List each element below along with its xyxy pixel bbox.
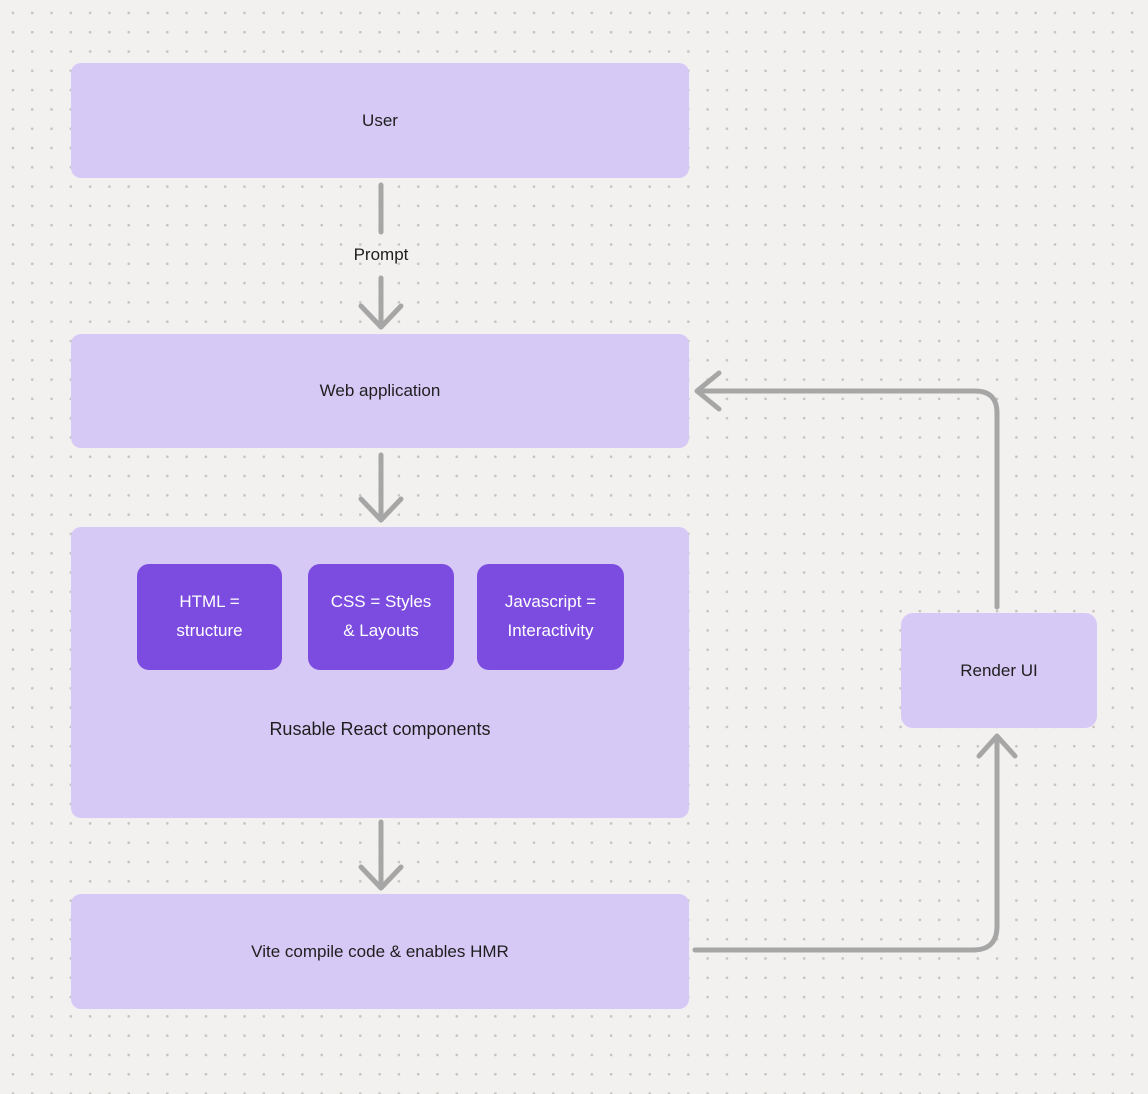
components-group-caption: Rusable React components <box>269 719 491 739</box>
arrowhead-down-icon <box>358 864 404 891</box>
node-html-label-line1: HTML = <box>179 592 240 612</box>
node-css-label-line1: CSS = Styles <box>330 592 432 612</box>
node-user[interactable]: User <box>71 63 689 178</box>
node-user-label: User <box>362 110 398 130</box>
node-web-application-label: Web application <box>319 381 441 401</box>
node-javascript-label-line2: Interactivity <box>507 621 594 640</box>
node-css[interactable]: CSS = Styles & Layouts <box>308 564 454 670</box>
node-render-ui-label: Render UI <box>960 660 1038 680</box>
node-javascript[interactable]: Javascript = Interactivity <box>477 564 624 670</box>
edge-label-prompt[interactable]: Prompt <box>353 245 409 264</box>
arrow-render-to-webapp[interactable] <box>694 370 1000 610</box>
node-javascript-label-line1: Javascript = <box>504 592 597 612</box>
arrowhead-down-icon <box>358 496 404 523</box>
node-render-ui[interactable]: Render UI <box>901 613 1097 728</box>
arrow-webapp-to-group[interactable] <box>358 452 404 523</box>
node-html-label-line2: structure <box>176 621 243 640</box>
node-web-application[interactable]: Web application <box>71 334 689 448</box>
node-html[interactable]: HTML = structure <box>137 564 282 670</box>
node-vite-label: Vite compile code & enables HMR <box>251 941 509 961</box>
arrowhead-left-icon <box>694 370 722 412</box>
arrowhead-up-icon <box>976 733 1018 759</box>
arrow-vite-to-render[interactable] <box>692 733 1018 953</box>
arrow-user-to-webapp[interactable] <box>358 182 404 330</box>
arrowhead-down-icon <box>358 303 404 330</box>
arrow-group-to-vite[interactable] <box>358 819 404 891</box>
node-vite[interactable]: Vite compile code & enables HMR <box>71 894 689 1009</box>
node-css-label-line2: & Layouts <box>343 621 419 640</box>
